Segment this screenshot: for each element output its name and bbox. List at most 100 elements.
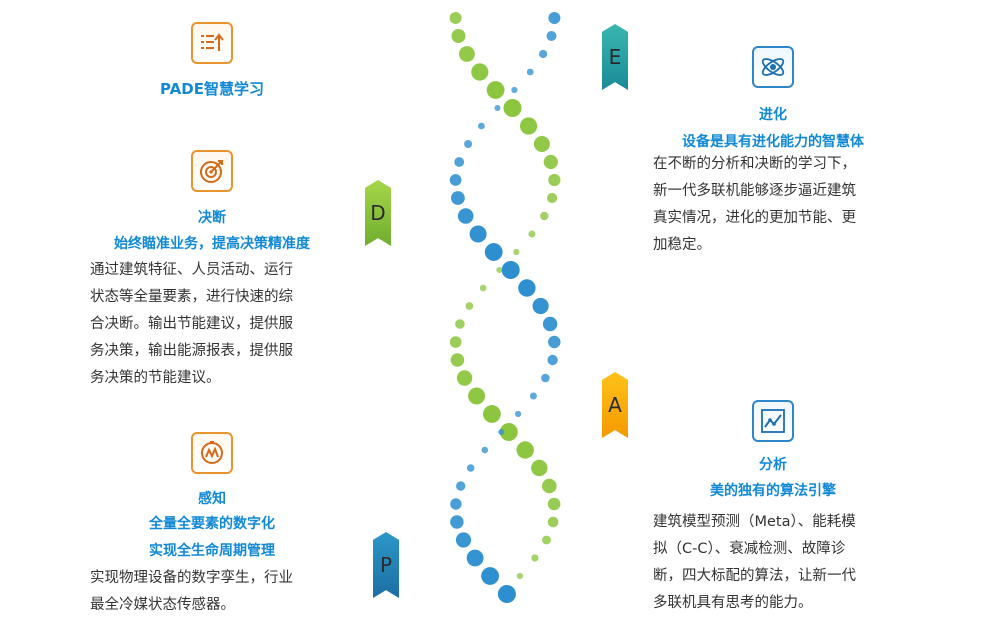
dna-dot [457,208,474,224]
decision-line: 合决断。输出节能建议，提供服 [90,316,293,332]
decision-line: 状态等全量要素，进行快速的综 [90,289,293,305]
dna-dot [451,191,465,205]
dna-dot [494,105,501,111]
dna-dot [498,429,505,435]
dna-dot [478,122,485,130]
dna-helix-graphic [449,12,561,603]
dna-dot [542,478,557,494]
dna-dot [496,267,503,273]
dna-dot [455,319,465,329]
dna-dot [449,12,462,24]
dna-dot [501,261,520,279]
tag-e: E [602,24,628,90]
analysis-line: 多联机具有思考的能力。 [653,595,813,611]
analysis-title: 分析 [759,457,787,473]
dna-dot [533,136,550,152]
dna-dot [451,29,466,43]
dna-dot [456,370,473,386]
dna-dot [518,279,536,297]
dna-dot [526,68,534,76]
dna-dot [547,497,561,511]
dna-dot [499,423,518,441]
perception-line: 实现物理设备的数字孪生，行业 [90,570,293,586]
evolution-line: 在不断的分析和决断的学习下， [653,156,856,172]
dna-dot [541,373,550,383]
tag-d: D [365,180,391,246]
sensor-chart-icon [191,432,233,474]
dna-dot [548,173,561,187]
pade-title: PADE智慧学习 [160,80,264,98]
dna-dot [528,230,536,238]
list-upload-icon [191,22,233,64]
dna-dot [486,81,505,99]
decision-line: 通过建筑特征、人员活动、运行 [90,262,293,278]
dna-dot [531,459,548,477]
dna-dot [548,12,561,24]
dna-dot [456,481,466,491]
evolution-line: 真实情况，进化的更加节能、更 [653,210,856,226]
dna-dot [465,302,474,310]
dna-dot [531,554,539,562]
tag-p: P [373,532,399,598]
evolution-line: 新一代多联机能够逐步逼近建筑 [653,183,856,199]
analysis-subtitle: 美的独有的算法引擎 [710,483,836,499]
dna-dot [454,157,465,167]
dna-dot [450,353,465,367]
analysis-line: 拟（C-C）、衰减检测、故障诊 [653,541,846,557]
dna-dot [469,225,487,243]
dna-dot [479,284,487,292]
dna-dot [466,464,475,472]
evolution-description: 在不断的分析和决断的学习下， 新一代多联机能够逐步逼近建筑 真实情况，进化的更加… [653,151,913,259]
dna-dot [546,31,557,41]
dna-dot [547,354,558,366]
target-icon [191,150,233,192]
dna-dot [459,46,475,62]
dna-dot [483,405,501,423]
analysis-description: 建筑模型预测（Meta）、能耗模 拟（C-C）、衰减检测、故障诊 断，四大标配的… [653,509,913,617]
dna-dot [547,192,558,204]
dna-dot [542,535,551,545]
dna-dot [540,211,549,221]
dna-dot [468,387,486,405]
evolution-line: 加稳定。 [653,237,711,253]
dna-dot [520,117,538,135]
dna-dot [542,316,558,332]
dna-dot [497,585,516,603]
dna-dot [449,174,462,186]
dna-dot [503,99,522,117]
decision-subtitle: 始终瞄准业务，提高决策精准度 [114,236,310,252]
dna-dot [511,86,518,94]
dna-dot [455,532,472,548]
perception-title: 感知 [198,491,226,507]
dna-dot [516,572,523,580]
dna-dot [532,297,549,315]
dna-dot [449,336,462,348]
dna-dot [484,243,503,261]
perception-subtitle-2: 实现全生命周期管理 [149,543,275,559]
dna-dot [450,498,462,510]
analysis-line: 断，四大标配的算法，让新一代 [653,568,856,584]
dna-dot [516,441,534,459]
dna-dot [515,410,522,418]
perception-subtitle-1: 全量全要素的数字化 [149,516,275,532]
decision-title: 决断 [198,210,226,226]
line-chart-icon [752,400,794,442]
perception-description: 实现物理设备的数字孪生，行业 最全冷媒状态传感器。 [90,565,350,619]
dna-dot [543,154,558,170]
dna-dot [529,392,537,400]
decision-line: 务决策的节能建议。 [90,370,221,386]
perception-line: 最全冷媒状态传感器。 [90,597,235,613]
dna-dot [539,49,548,59]
analysis-line: 建筑模型预测（Meta）、能耗模 [653,514,856,530]
dna-dot [471,63,489,81]
evolution-subtitle: 设备是具有进化能力的智慧体 [682,134,864,150]
tag-a: A [602,372,628,438]
dna-dot [481,446,489,454]
dna-dot [481,567,499,585]
dna-dot [547,516,559,528]
atom-icon [752,46,794,88]
evolution-title: 进化 [759,107,787,123]
decision-line: 务决策，输出能源报表，提供服 [90,343,293,359]
dna-dots [449,12,561,603]
dna-dot [464,140,473,148]
